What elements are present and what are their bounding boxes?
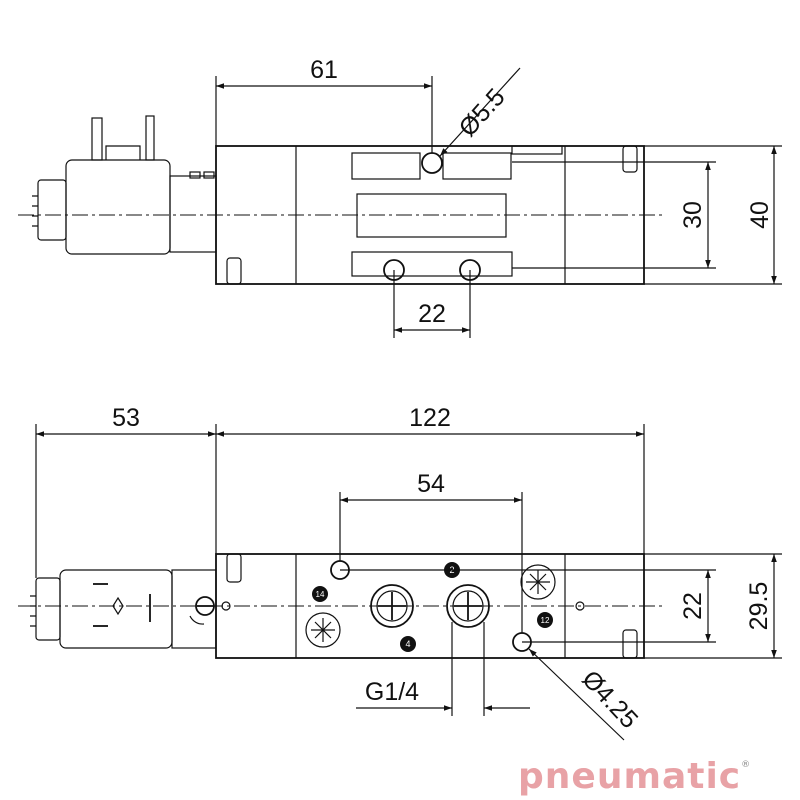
- dim-hole-front-label: Ø4.25: [576, 665, 643, 734]
- dim-hole-label: Ø5.5: [454, 83, 511, 142]
- solenoid-coil-front: [30, 569, 217, 649]
- dim-width-outer-label: 40: [746, 201, 774, 229]
- svg-text:4: 4: [405, 639, 410, 649]
- solenoid-coil-top: [32, 115, 217, 255]
- exhaust-silencer-right: [520, 564, 556, 600]
- dim-thread-label: G1/4: [365, 678, 419, 706]
- svg-text:12: 12: [541, 616, 550, 625]
- exhaust-silencer-left: [305, 612, 341, 648]
- port-label-12: 12: [537, 612, 553, 628]
- dim-width-inner-label: 30: [679, 201, 707, 229]
- brand-logo: pneumatic®: [518, 756, 751, 797]
- manual-override-icon: [189, 596, 215, 625]
- svg-text:14: 14: [316, 590, 325, 599]
- port-label-14: 14: [312, 586, 328, 602]
- front-view: 14 2 4 12 53 122 54 22: [18, 404, 782, 741]
- port-label-4: 4: [400, 636, 416, 652]
- dim-coil-label: 53: [112, 404, 140, 432]
- dim-ports-label: 54: [417, 470, 445, 498]
- mounting-hole-top: [383, 152, 481, 281]
- dim-length-label: 61: [310, 56, 338, 84]
- dim-body-label: 122: [409, 404, 451, 432]
- top-view: 61 Ø5.5 30 40 22: [18, 56, 782, 338]
- dim-spacing-label: 22: [418, 300, 446, 328]
- dim-outer-height-label: 29.5: [745, 582, 773, 631]
- registered-mark: ®: [741, 760, 752, 770]
- brand-logo-text: pneumatic: [518, 756, 742, 797]
- dim-inner-height-label: 22: [679, 592, 707, 620]
